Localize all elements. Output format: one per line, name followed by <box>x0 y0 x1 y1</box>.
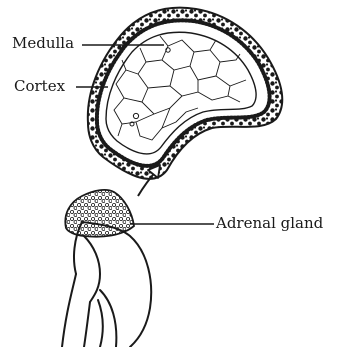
adrenal-gland-cap <box>65 190 134 237</box>
cortex-label: Cortex <box>14 79 65 94</box>
adrenal-gland-label: Adrenal gland <box>216 216 323 231</box>
medulla-label: Medulla <box>12 36 74 51</box>
kidney <box>62 222 151 347</box>
magnified-gland-section <box>88 8 282 179</box>
